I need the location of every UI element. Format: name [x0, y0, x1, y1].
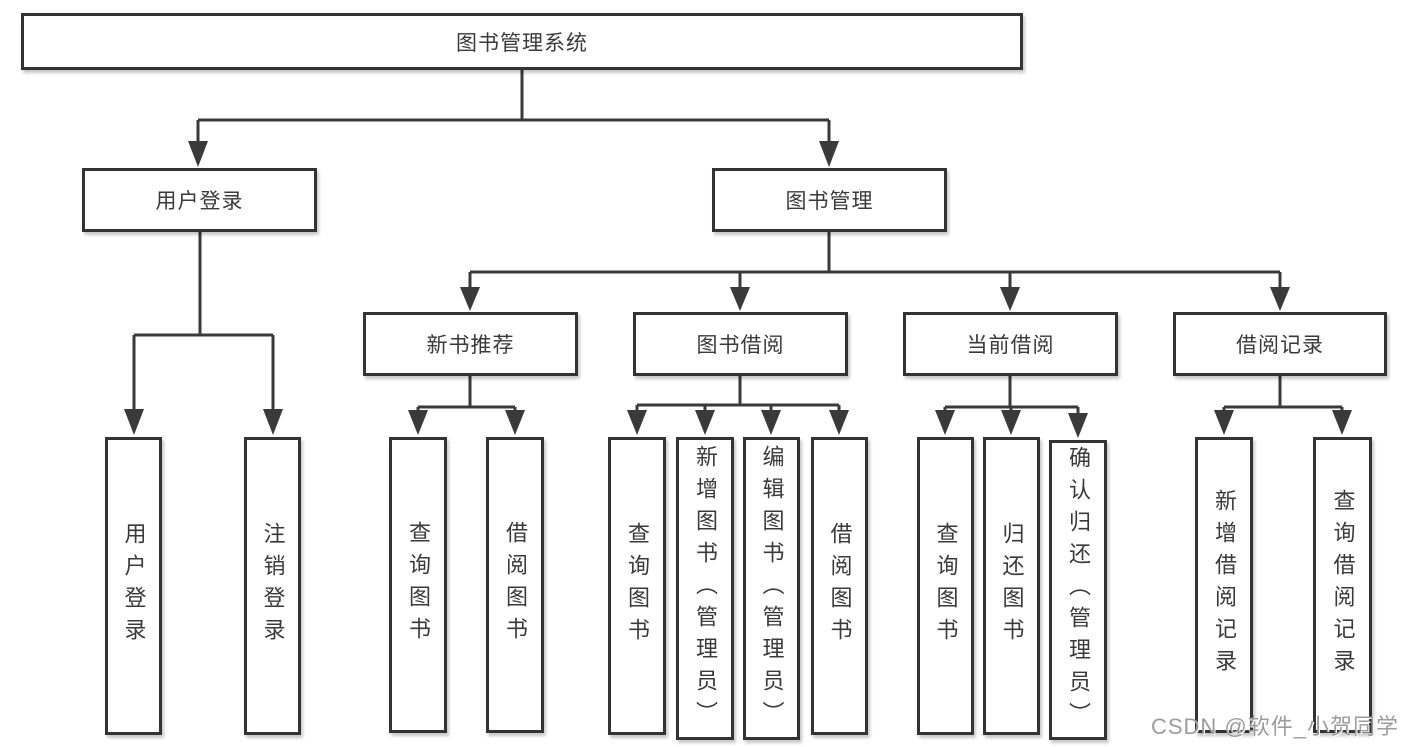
node-query-books-3: 查询图书 — [917, 437, 974, 735]
node-borrow-books-1: 借阅图书 — [486, 437, 544, 733]
node-confirm-return-admin: 确认归还（管理员） — [1049, 440, 1107, 740]
node-logout-action: 注销登录 — [244, 437, 301, 735]
node-edit-book-admin: 编辑图书（管理员） — [743, 437, 800, 740]
watermark: CSDN @软件_小贺同学 — [1150, 714, 1399, 739]
node-root: 图书管理系统 — [21, 13, 1023, 70]
node-book-management: 图书管理 — [712, 168, 947, 232]
node-user-login: 用户登录 — [82, 168, 317, 232]
node-borrow-records: 借阅记录 — [1173, 312, 1387, 376]
node-add-book-admin: 新增图书（管理员） — [676, 437, 734, 740]
node-new-book-recommend: 新书推荐 — [363, 312, 578, 376]
node-user-login-action: 用户登录 — [105, 437, 162, 735]
node-add-borrow-record: 新增借阅记录 — [1195, 437, 1253, 733]
node-query-books-1: 查询图书 — [389, 437, 447, 733]
node-return-book: 归还图书 — [983, 437, 1040, 735]
node-borrow-books-2: 借阅图书 — [811, 437, 868, 735]
node-query-borrow-record: 查询借阅记录 — [1313, 437, 1372, 733]
node-current-borrow: 当前借阅 — [903, 312, 1118, 376]
node-query-books-2: 查询图书 — [608, 437, 666, 735]
node-book-borrow: 图书借阅 — [633, 312, 848, 376]
